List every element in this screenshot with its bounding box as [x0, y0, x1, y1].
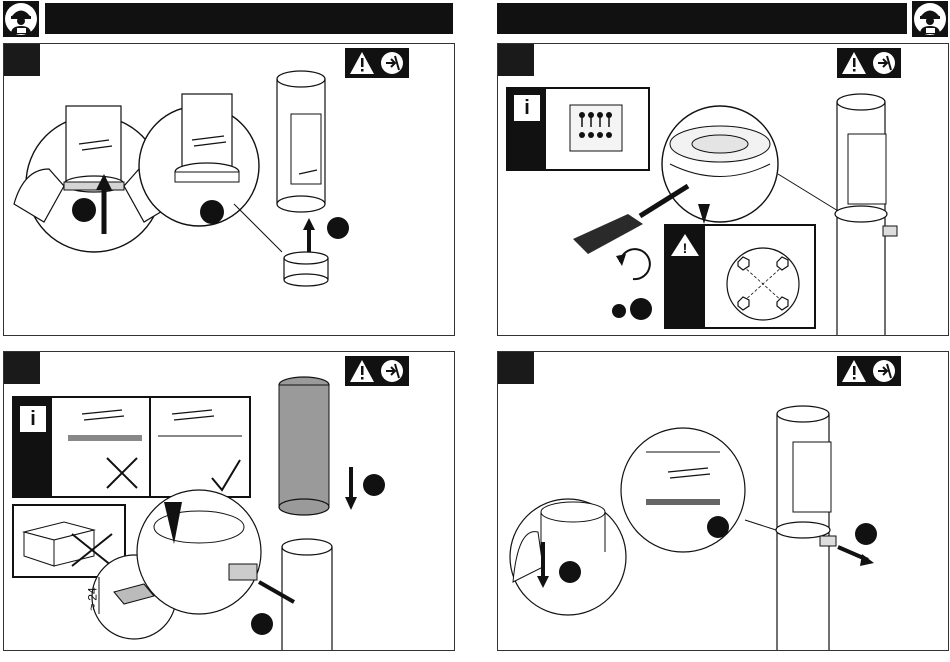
panel-step-4 [497, 351, 949, 651]
panel-step-2: i ! [497, 43, 949, 336]
rotate-arrow-icon [620, 249, 650, 279]
dimension-label: ≈ 24 [86, 587, 100, 610]
callout-marker [559, 561, 581, 583]
panel-4-illustration [498, 352, 948, 650]
callout-marker [612, 304, 626, 318]
callout-marker [72, 198, 96, 222]
seal-detail [621, 428, 776, 552]
callout-marker [630, 298, 652, 320]
panel-step-1 [3, 43, 455, 336]
panel-1-illustration [4, 44, 454, 335]
caution-mark: ! [683, 240, 688, 256]
callout-marker [363, 474, 385, 496]
hands-lower-detail [510, 499, 626, 615]
panel-step-3: i [3, 351, 455, 651]
panel-3-illustration [4, 352, 454, 650]
left-header-bar [45, 3, 453, 34]
column-housing [277, 71, 325, 212]
column-assembly [776, 406, 877, 650]
callout-marker [855, 523, 877, 545]
callout-marker [327, 217, 349, 239]
right-header-bar [497, 3, 907, 34]
callout-marker [251, 613, 273, 635]
ring-removal [284, 217, 349, 286]
installer-worker-icon [912, 1, 948, 37]
rotate-release-detail [139, 94, 282, 252]
installer-worker-icon [3, 1, 39, 37]
panel-2-illustration: ! [498, 44, 948, 335]
callout-marker [707, 516, 729, 538]
callout-marker [200, 200, 224, 224]
